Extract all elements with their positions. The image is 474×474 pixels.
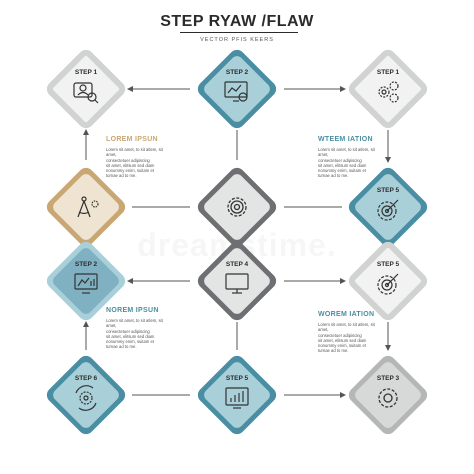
diagram-subtitle: VECTOR PFIS KEERS	[200, 37, 274, 43]
text-heading-bottom-right: WOREM IATION	[318, 311, 375, 318]
target-gear-icon	[377, 273, 399, 295]
node-r1c3: STEP 1	[342, 43, 434, 135]
node-r2c1	[40, 161, 132, 253]
node-label: STEP 5	[376, 187, 400, 194]
title-underline	[180, 32, 298, 33]
node-r2c3: STEP 5	[342, 161, 434, 253]
chart-monitor-icon	[74, 273, 98, 294]
node-r3c1: STEP 2	[40, 235, 132, 327]
gears-icon	[378, 81, 399, 103]
text-heading-top-right: WTEEM IATION	[318, 136, 373, 143]
text-body-top-left: Lorem sit amet, to sit atlem, sit amet, …	[106, 147, 163, 179]
text-body-top-right: Lorem sit amet, to sit atlem, sit amet, …	[318, 147, 375, 179]
node-label: STEP 1	[74, 69, 98, 76]
node-label: STEP 6	[74, 375, 98, 382]
node-label: STEP 5	[376, 261, 400, 268]
node-label: STEP 4	[225, 261, 249, 268]
person-search-icon	[73, 82, 99, 104]
text-body-bottom-right: Lorem sit amet, to sit atlem, sit amet, …	[318, 322, 375, 354]
monitor-icon	[225, 273, 249, 294]
gear-icon	[227, 197, 247, 217]
node-label: STEP 2	[74, 261, 98, 268]
analytics-screen-icon	[224, 81, 248, 102]
text-heading-bottom-left: NOREM IPSUN	[106, 307, 159, 314]
node-r4c2: STEP 5	[191, 349, 283, 441]
node-r4c3: STEP 3	[342, 349, 434, 441]
gear-cycle-icon	[75, 385, 97, 411]
gear-icon	[378, 388, 398, 408]
text-body-bottom-left: Lorem sit amet, to sit atlem, sit amet, …	[106, 318, 163, 350]
node-r3c2: STEP 4	[191, 235, 283, 327]
node-r1c2: STEP 2	[191, 43, 283, 135]
node-r4c1: STEP 6	[40, 349, 132, 441]
node-label: STEP 5	[225, 375, 249, 382]
node-label: STEP 1	[376, 69, 400, 76]
growth-chart-icon	[225, 387, 249, 409]
diagram-title: STEP RYAW /FLAW	[160, 13, 314, 30]
node-r3c3: STEP 5	[342, 235, 434, 327]
target-gear-icon	[377, 199, 399, 221]
compass-gear-icon	[77, 196, 99, 218]
text-heading-top-left: LOREM IPSUN	[106, 136, 158, 143]
node-r1c1: STEP 1	[40, 43, 132, 135]
node-r2c2	[191, 161, 283, 253]
node-label: STEP 2	[225, 69, 249, 76]
node-label: STEP 3	[376, 375, 400, 382]
